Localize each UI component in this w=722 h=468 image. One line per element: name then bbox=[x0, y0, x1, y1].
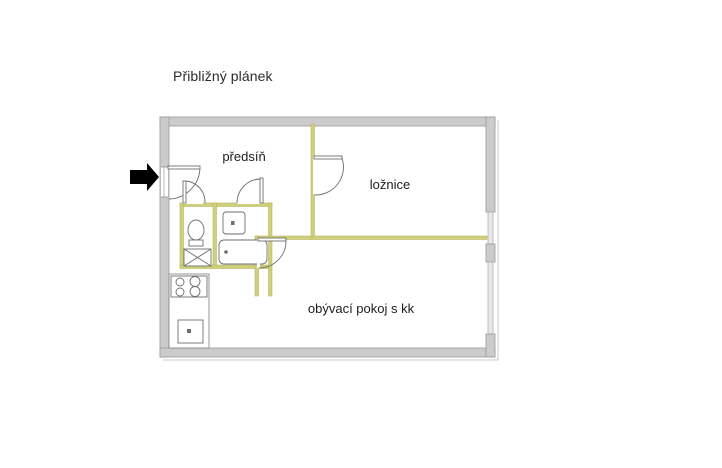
room-label-bedroom: ložnice bbox=[370, 177, 410, 192]
bathroom-fixtures bbox=[218, 211, 268, 265]
bathtub-icon bbox=[218, 239, 268, 265]
cooktop bbox=[170, 275, 208, 298]
outer-walls bbox=[159, 116, 499, 361]
wc-door bbox=[182, 180, 206, 204]
bathroom-door bbox=[236, 177, 264, 204]
window-right-lower bbox=[487, 261, 494, 335]
wc-fixtures bbox=[183, 219, 212, 267]
entrance-door bbox=[161, 165, 201, 200]
toilet-icon bbox=[187, 219, 205, 241]
living-room-door bbox=[257, 237, 287, 269]
room-label-hall: předsíň bbox=[222, 149, 265, 164]
room-label-living: obývací pokoj s kk bbox=[308, 301, 415, 316]
bedroom-door bbox=[313, 155, 344, 196]
entrance-arrow bbox=[130, 163, 159, 191]
window-right-upper bbox=[487, 211, 494, 245]
kitchen-unit bbox=[168, 273, 210, 349]
partition-walls bbox=[179, 123, 488, 297]
page-title: Přibližný plánek bbox=[173, 68, 273, 84]
